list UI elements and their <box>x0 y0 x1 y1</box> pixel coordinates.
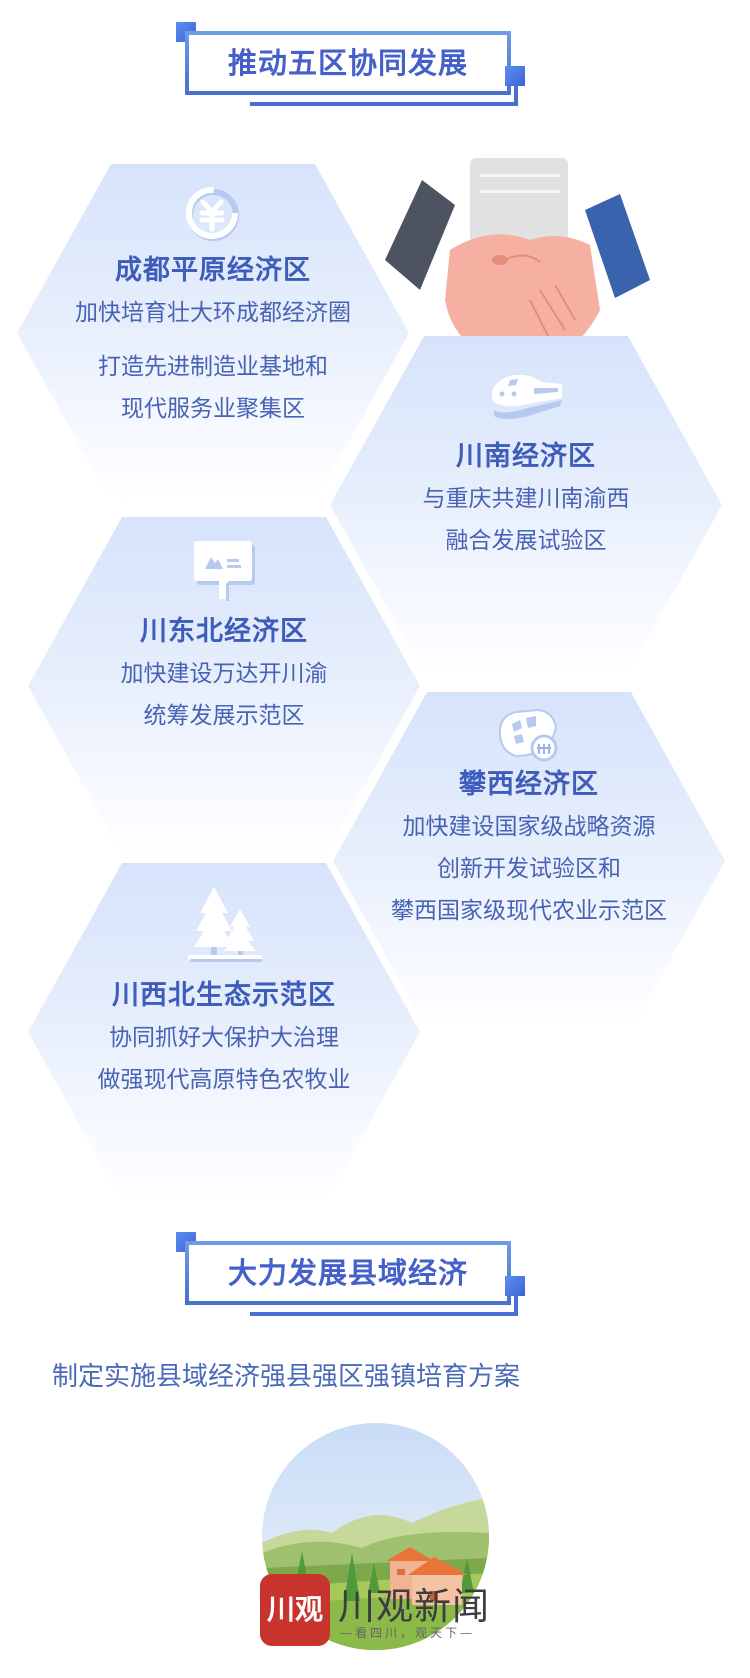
zone-description-line: 加快培育壮大环成都经济圈 <box>75 300 351 326</box>
zone-card-southern-sichuan: 川南经济区 与重庆共建川南渝西 融合发展试验区 <box>330 336 722 674</box>
zone-description-line: 攀西国家级现代农业示范区 <box>391 898 667 924</box>
zone-title: 川南经济区 <box>456 441 596 472</box>
brand-logo-mark: 川观 <box>260 1574 330 1646</box>
zone-card-northeast-sichuan: 川东北经济区 加快建设万达开川渝 统筹发展示范区 <box>28 517 420 855</box>
zone-title: 川西北生态示范区 <box>112 980 336 1011</box>
high-speed-train-icon <box>491 374 562 419</box>
zone-description-line: 加快建设万达开川渝 <box>120 661 328 687</box>
brand-logo-name: 川观新闻 <box>338 1585 490 1628</box>
corner-square-decoration <box>505 1276 525 1296</box>
zone-description-line: 创新开发试验区和 <box>437 856 621 882</box>
billboard-mountain-icon <box>194 541 255 601</box>
zone-description-line: 加快建设国家级战略资源 <box>402 814 656 840</box>
zone-description-line: 统筹发展示范区 <box>143 703 305 729</box>
zone-description-line: 打造先进制造业基地和 <box>98 354 328 380</box>
zone-title: 川东北经济区 <box>140 616 308 647</box>
zone-title: 成都平原经济区 <box>115 255 311 286</box>
section-body-text: 制定实施县域经济强县强区强镇培育方案 <box>52 1362 521 1392</box>
header-frame <box>185 1241 511 1305</box>
map-resource-icon <box>498 708 558 762</box>
yuan-coin-icon <box>186 187 239 241</box>
brand-slogan: —看四川，观天下— <box>340 1626 476 1640</box>
zone-card-panxi: 攀西经济区 加快建设国家级战略资源 创新开发试验区和 攀西国家级现代农业示范区 <box>333 692 725 1030</box>
zone-description-line: 与重庆共建川南渝西 <box>422 486 630 512</box>
zone-card-northwest-ecology: 川西北生态示范区 协同抓好大保护大治理 做强现代高原特色农牧业 <box>28 863 420 1201</box>
zone-description-line: 做强现代高原特色农牧业 <box>97 1067 351 1093</box>
zone-card-chengdu-plain: 成都平原经济区 加快培育壮大环成都经济圈 打造先进制造业基地和 现代服务业聚集区 <box>17 164 409 502</box>
zone-description-line: 协同抓好大保护大治理 <box>109 1025 339 1051</box>
frame-underline-decoration <box>250 102 518 106</box>
section-header-five-zones: 推动五区协同发展 <box>176 22 525 132</box>
zone-description-line: 融合发展试验区 <box>445 528 607 554</box>
header-frame <box>185 31 511 95</box>
section-title: 大力发展县域经济 <box>227 1256 468 1290</box>
zone-description-line: 现代服务业聚集区 <box>121 396 305 422</box>
section-title: 推动五区协同发展 <box>227 46 468 80</box>
frame-line-decoration <box>514 1292 518 1316</box>
section-header-county-economy: 大力发展县域经济 <box>176 1232 525 1342</box>
handshake-icon <box>385 158 650 366</box>
pine-trees-icon <box>188 887 262 962</box>
handshake-illustration <box>380 150 670 460</box>
frame-line-decoration <box>514 82 518 106</box>
zone-title: 攀西经济区 <box>459 769 599 800</box>
corner-square-decoration <box>505 66 525 86</box>
frame-underline-decoration <box>250 1312 518 1316</box>
